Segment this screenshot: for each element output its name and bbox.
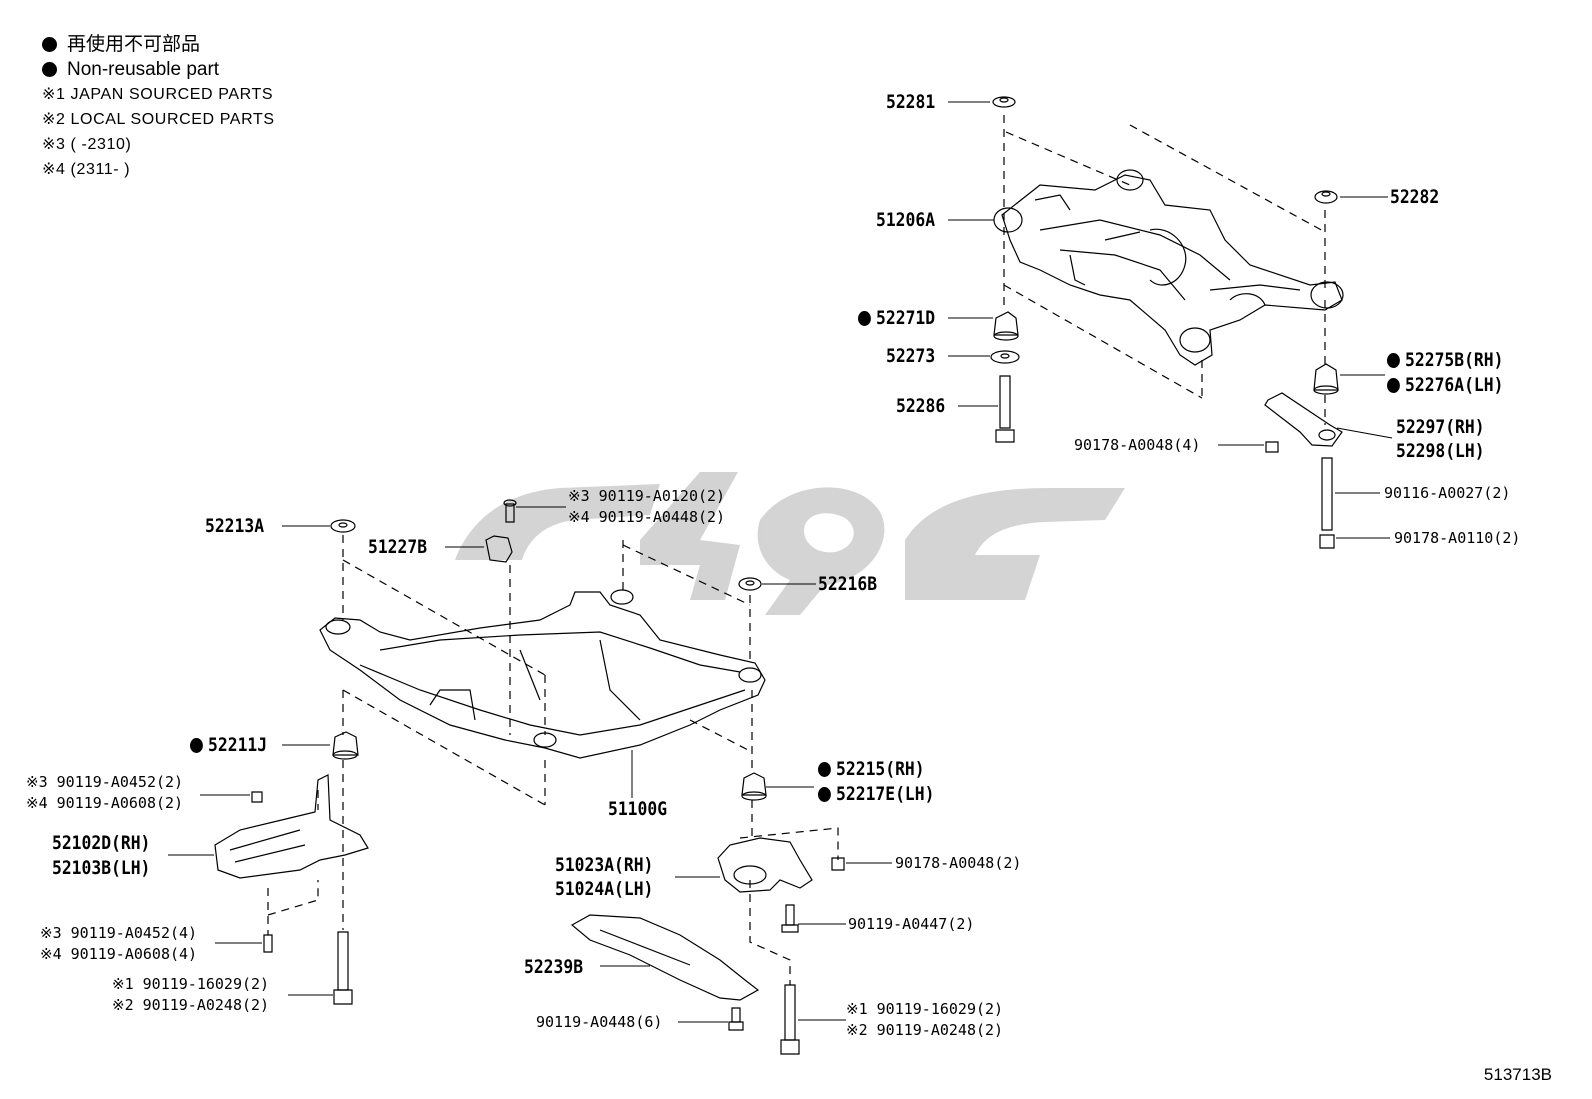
- bushing-52271d: [993, 311, 1019, 341]
- label-90178-a0048-4: 90178-A0048(4): [1074, 436, 1201, 454]
- filled-dot-icon: [42, 37, 57, 52]
- bolt-90119-a0447: [781, 904, 799, 933]
- brace-52239b: [570, 914, 760, 1001]
- label-51206a: 51206A: [876, 209, 936, 231]
- label-52211j: 52211J: [190, 733, 267, 757]
- label-90119-a0120: ※3 90119-A0120(2): [568, 487, 726, 505]
- filled-dot-icon: [858, 311, 871, 326]
- label-90119-a0452-4: ※3 90119-A0452(4): [40, 924, 198, 942]
- label-90119-a0447: 90119-A0447(2): [848, 915, 975, 933]
- bolt-90119-a0452-2: [251, 791, 263, 803]
- label-52239b: 52239B: [524, 956, 584, 978]
- legend-note-2: ※2 LOCAL SOURCED PARTS: [42, 111, 275, 128]
- legend-en-text: Non-reusable part: [67, 59, 220, 80]
- front-guide-lines: [267, 535, 839, 985]
- label-52281: 52281: [886, 91, 936, 113]
- rear-suspension-member: [993, 169, 1344, 366]
- label-90119-16029-left: ※1 90119-16029(2): [112, 975, 270, 993]
- legend-note-4: ※4 (2311- ): [42, 161, 131, 178]
- legend-note-3: ※3 ( -2310): [42, 136, 132, 153]
- label-52102d: 52102D(RH): [52, 832, 151, 854]
- label-90178-a0110: 90178-A0110(2): [1394, 529, 1521, 547]
- label-52298: 52298(LH): [1396, 440, 1485, 462]
- label-90119-a0608-2: ※4 90119-A0608(2): [26, 794, 184, 812]
- filled-dot-icon: [1387, 378, 1400, 393]
- bushing-52275b: [1313, 363, 1339, 395]
- nut-52281: [992, 96, 1016, 108]
- label-52213a: 52213A: [205, 515, 265, 537]
- label-52276a: 52276A(LH): [1387, 373, 1503, 397]
- filled-dot-icon: [42, 62, 57, 77]
- legend: 再使用不可部品 Non-reusable part ※1 JAPAN SOURC…: [42, 32, 275, 182]
- label-52216b: 52216B: [818, 573, 878, 595]
- nut-52282: [1314, 190, 1338, 204]
- bolt-90119-16029-left: [333, 931, 353, 1005]
- legend-en: Non-reusable part: [42, 57, 275, 82]
- legend-note-1: ※1 JAPAN SOURCED PARTS: [42, 86, 274, 103]
- label-52297: 52297(RH): [1396, 416, 1485, 438]
- label-52273: 52273: [886, 345, 936, 367]
- label-90119-a0448-2: ※4 90119-A0448(2): [568, 508, 726, 526]
- label-51227b: 51227B: [368, 536, 428, 558]
- label-90119-a0448-6: 90119-A0448(6): [536, 1013, 663, 1031]
- legend-jp-text: 再使用不可部品: [67, 34, 201, 55]
- bushing-52215: [741, 772, 767, 801]
- bushing-52211j: [332, 731, 359, 760]
- label-51023a: 51023A(RH): [555, 854, 654, 876]
- washer-52213a: [330, 519, 356, 533]
- filled-dot-icon: [818, 787, 831, 802]
- label-90119-a0248-left: ※2 90119-A0248(2): [112, 996, 270, 1014]
- legend-jp: 再使用不可部品: [42, 32, 275, 57]
- watermark-logo: [455, 472, 1125, 615]
- label-52103b: 52103B(LH): [52, 857, 151, 879]
- rear-guide-lines: [1003, 115, 1326, 425]
- washer-52216b: [738, 577, 762, 591]
- label-52217e: 52217E(LH): [818, 782, 934, 806]
- bracket-52102d: [214, 774, 369, 879]
- bolt-90116-a0027: [1321, 457, 1333, 531]
- mount-51023a: [717, 837, 813, 893]
- label-90116-a0027: 90116-A0027(2): [1384, 484, 1511, 502]
- filled-dot-icon: [818, 762, 831, 777]
- label-51100g: 51100G: [608, 798, 668, 820]
- front-suspension-member-51100g: [319, 589, 766, 759]
- nut-90178-a0048-4: [1265, 441, 1279, 453]
- label-52286: 52286: [896, 395, 946, 417]
- bushing-51227b: [485, 535, 513, 563]
- label-90119-16029-right: ※1 90119-16029(2): [846, 1000, 1004, 1018]
- bolt-90119-a0452-4: [263, 934, 273, 953]
- label-90178-a0048-2: 90178-A0048(2): [895, 854, 1022, 872]
- label-90119-a0452-2: ※3 90119-A0452(2): [26, 773, 184, 791]
- label-90119-a0248-right: ※2 90119-A0248(2): [846, 1021, 1004, 1039]
- nut-90178-a0110: [1319, 534, 1335, 549]
- bolt-90119-16029-right: [780, 984, 800, 1055]
- label-52275b: 52275B(RH): [1387, 348, 1503, 372]
- label-51024a: 51024A(LH): [555, 878, 654, 900]
- label-52282: 52282: [1390, 186, 1440, 208]
- label-90119-a0608-4: ※4 90119-A0608(4): [40, 945, 198, 963]
- filled-dot-icon: [190, 738, 203, 753]
- bolt-90119-a0448-6: [728, 1007, 744, 1031]
- washer-52273: [990, 350, 1020, 364]
- nut-90178-a0048-2: [831, 857, 845, 871]
- bolt-90119-a0120: [503, 499, 517, 523]
- leader-lines: [168, 101, 1393, 1023]
- label-52215: 52215(RH): [818, 757, 925, 781]
- filled-dot-icon: [1387, 353, 1400, 368]
- bolt-52286: [995, 375, 1015, 443]
- reference-number: 513713B: [1483, 1065, 1552, 1084]
- bracket-52297: [1264, 392, 1343, 447]
- label-52271d: 52271D: [858, 306, 935, 330]
